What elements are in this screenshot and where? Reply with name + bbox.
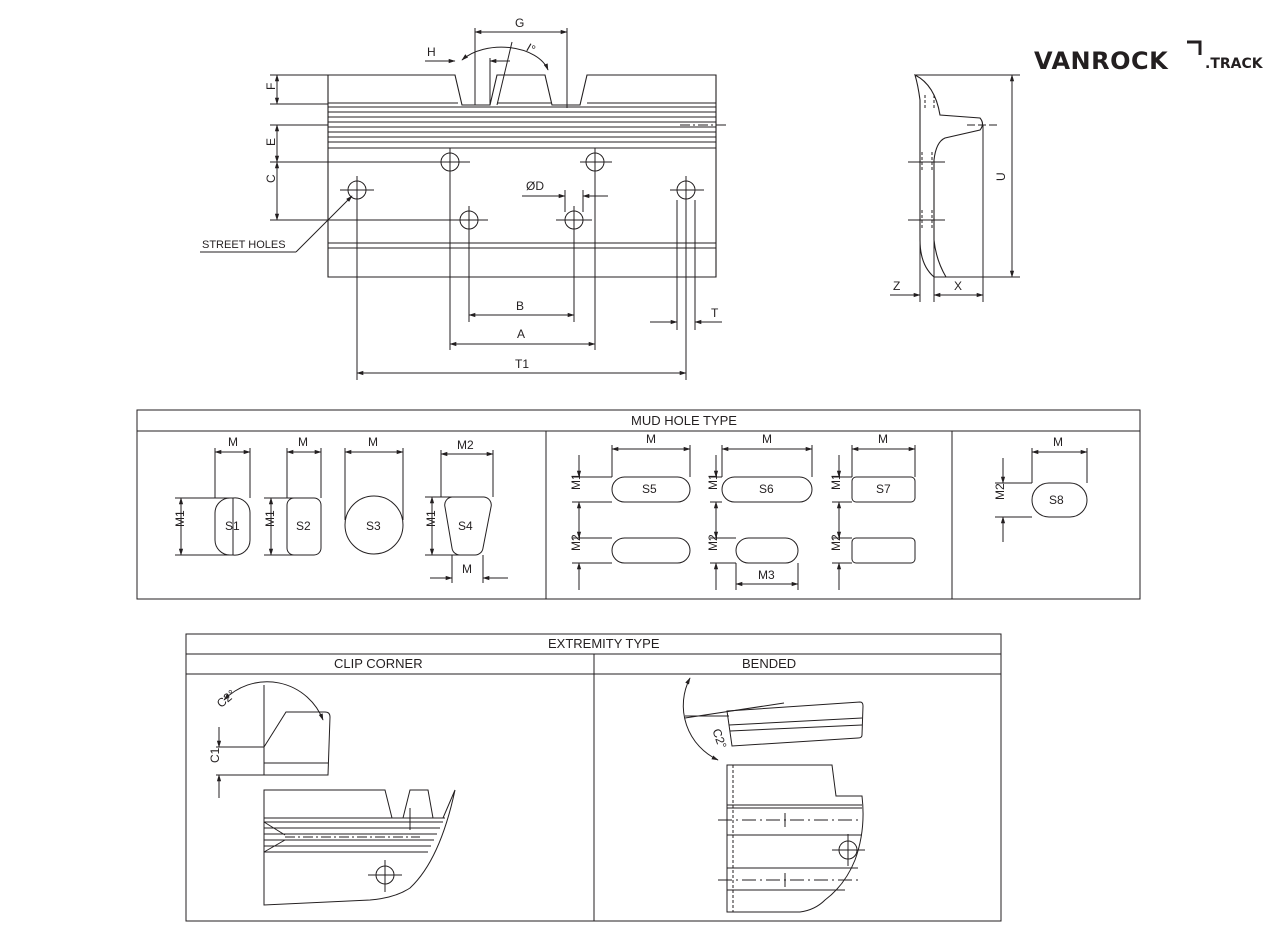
s3-m-label: M — [368, 435, 378, 449]
s8-m-label: M — [1053, 435, 1063, 449]
dim-x-label: X — [954, 279, 962, 293]
s4-m2-label: M2 — [457, 438, 474, 452]
s8-m2-label: M2 — [993, 483, 1007, 500]
mud-hole-labels: MUD HOLE TYPE M M1 S1 M M1 S2 M S3 M2 M1… — [173, 413, 1064, 582]
dim-u-label: U — [994, 172, 1008, 181]
extremity-labels: EXTREMITY TYPE CLIP CORNER BENDED C2° C1… — [208, 636, 796, 763]
dim-b-label: B — [516, 299, 524, 313]
logo-brand: VANROCK — [1034, 47, 1169, 75]
s2-label: S2 — [296, 519, 311, 533]
s1-m-label: M — [228, 435, 238, 449]
dim-a-label: A — [517, 327, 525, 341]
clip-corner-title: CLIP CORNER — [334, 656, 423, 671]
s5-label: S5 — [642, 482, 657, 496]
main-front-view — [200, 28, 728, 380]
logo-arrow-icon — [1187, 40, 1202, 55]
mud-hole-table — [136, 409, 1141, 600]
s6-m-label: M — [762, 432, 772, 446]
bended-c2-label: C2° — [709, 727, 729, 751]
dim-od-label: ØD — [526, 179, 544, 193]
s7-m2-label: M2 — [829, 534, 843, 551]
s7-m-label: M — [878, 432, 888, 446]
dim-e-label: E — [264, 138, 278, 146]
dim-h-label: H — [427, 45, 436, 59]
s7-label: S7 — [876, 482, 891, 496]
dim-z-label: Z — [893, 279, 900, 293]
main-view-labels: G H I° F E C ØD B A T1 T STREET HOLES — [202, 16, 719, 371]
s2-m-label: M — [298, 435, 308, 449]
extremity-table — [185, 633, 1002, 922]
s1-m1-label: M1 — [173, 510, 187, 527]
s1-label: S1 — [225, 519, 240, 533]
dim-c-label: C — [264, 174, 278, 183]
clip-corner-c1-label: C1 — [208, 747, 222, 763]
s6-m1-label: M1 — [706, 473, 720, 490]
s6-m3-label: M3 — [758, 568, 775, 582]
side-view-labels: U Z X — [893, 172, 1008, 293]
s8-label: S8 — [1049, 493, 1064, 507]
s5-m1-label: M1 — [569, 473, 583, 490]
extremity-title: EXTREMITY TYPE — [548, 636, 660, 651]
dim-g-label: G — [515, 16, 524, 30]
dim-t1-label: T1 — [515, 357, 529, 371]
clip-corner-c2-label: C2° — [214, 687, 239, 711]
s5-m2-label: M2 — [569, 534, 583, 551]
s4-label: S4 — [458, 519, 473, 533]
bended-title: BENDED — [742, 656, 796, 671]
s3-label: S3 — [366, 519, 381, 533]
street-holes-label: STREET HOLES — [202, 239, 286, 251]
vanrock-logo: VANROCK .TRACK — [1034, 40, 1264, 75]
side-view — [890, 73, 1020, 302]
dim-angle-label: I° — [524, 40, 538, 56]
s2-m1-label: M1 — [263, 510, 277, 527]
s5-m-label: M — [646, 432, 656, 446]
dim-t-label: T — [711, 306, 719, 320]
mud-hole-title: MUD HOLE TYPE — [631, 413, 737, 428]
s4-m1-label: M1 — [424, 510, 438, 527]
s4-m-label: M — [462, 562, 472, 576]
s6-label: S6 — [759, 482, 774, 496]
s6-m2-label: M2 — [706, 534, 720, 551]
s7-m1-label: M1 — [829, 473, 843, 490]
dim-f-label: F — [264, 83, 278, 90]
logo-suffix: .TRACK — [1205, 56, 1264, 72]
